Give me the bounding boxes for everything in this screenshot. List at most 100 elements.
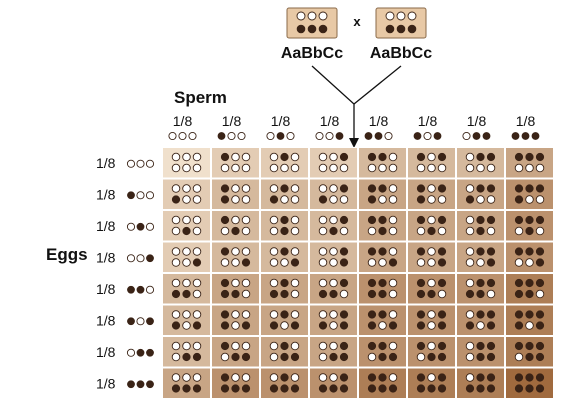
cell-fill [359, 148, 406, 178]
allele-dot [416, 384, 426, 393]
allele-dot [192, 310, 202, 319]
allele-dot [535, 215, 545, 225]
allele-dot [192, 195, 202, 204]
allele-dot [486, 341, 496, 351]
allele-dot [318, 163, 328, 173]
allele-dot [427, 152, 436, 162]
allele-dot [514, 152, 524, 162]
allele-dot [290, 341, 300, 351]
allele-dot [171, 247, 181, 256]
allele-dot [241, 384, 251, 393]
egg-fraction: 1/8 [96, 344, 116, 360]
cell-fill [163, 368, 210, 398]
allele-dot [269, 310, 279, 319]
allele-dot [231, 278, 240, 288]
allele-dot [465, 152, 475, 162]
allele-dot [220, 352, 230, 362]
allele-dot [269, 184, 279, 193]
egg-fraction: 1/8 [96, 281, 116, 297]
egg-fraction: 1/8 [96, 155, 116, 171]
allele-dot [318, 11, 328, 21]
cell-fill [506, 211, 553, 241]
allele-dot [416, 341, 426, 351]
allele-dot [127, 191, 135, 200]
allele-dot [171, 352, 181, 362]
allele-dot [220, 152, 230, 162]
allele-dot [318, 195, 328, 204]
grid-cell [359, 368, 406, 398]
allele-dot [437, 310, 447, 319]
allele-dot [231, 341, 240, 351]
allele-dot [145, 222, 155, 231]
allele-dot [231, 352, 240, 362]
allele-dot [465, 278, 475, 288]
allele-dot [476, 352, 485, 362]
allele-dot [231, 163, 240, 173]
cell-fill [408, 337, 455, 367]
allele-dot [388, 289, 398, 299]
allele-dot [280, 258, 289, 267]
allele-dot [388, 195, 398, 204]
allele-dot [378, 215, 387, 225]
egg-fraction: 1/8 [96, 218, 116, 234]
sperm-gamete: 1/8 [217, 113, 246, 141]
allele-dot [339, 310, 349, 319]
allele-dot [318, 289, 328, 299]
allele-dot [280, 289, 289, 299]
allele-dot [269, 373, 279, 382]
grid-cell [457, 305, 504, 335]
cell-fill [310, 211, 357, 241]
allele-dot [329, 321, 338, 330]
allele-dot [465, 215, 475, 225]
allele-dot [476, 195, 485, 204]
cell-fill [506, 274, 553, 304]
allele-dot [416, 289, 426, 299]
allele-dot [486, 258, 496, 267]
allele-dot [514, 310, 524, 319]
allele-dot [290, 184, 300, 193]
allele-dot [231, 215, 240, 225]
cell-fill [261, 337, 308, 367]
allele-dot [482, 132, 491, 140]
grid-cell [457, 337, 504, 367]
cell-fill [310, 305, 357, 335]
allele-dot [514, 384, 524, 393]
grid-cell [359, 179, 406, 209]
allele-dot [427, 278, 436, 288]
cell-fill [261, 211, 308, 241]
allele-dot [416, 215, 426, 225]
allele-dot [241, 152, 251, 162]
allele-dot [465, 163, 475, 173]
cell-fill [163, 179, 210, 209]
grid-cell [261, 337, 308, 367]
allele-dot [378, 310, 387, 319]
allele-dot [514, 352, 524, 362]
grid-cell [163, 368, 210, 398]
allele-dot [514, 195, 524, 204]
cell-fill [310, 242, 357, 272]
allele-dot [388, 310, 398, 319]
allele-dot [127, 380, 135, 389]
allele-dot [339, 258, 349, 267]
allele-dot [227, 131, 236, 141]
allele-dot [241, 278, 251, 288]
sperm-gamete: 1/8 [511, 113, 540, 140]
cell-fill [261, 368, 308, 398]
cross-arrow [311, 65, 402, 148]
allele-dot [378, 384, 387, 393]
allele-dot [192, 258, 202, 267]
allele-dot [269, 152, 279, 162]
allele-dot [525, 321, 534, 330]
grid-cell [457, 179, 504, 209]
allele-dot [290, 247, 300, 256]
allele-dot [525, 352, 534, 362]
allele-dot [427, 247, 436, 256]
allele-dot [280, 278, 289, 288]
grid-cell [261, 211, 308, 241]
allele-dot [465, 352, 475, 362]
cell-fill [212, 368, 259, 398]
allele-dot [476, 310, 485, 319]
cell-fill [359, 368, 406, 398]
cell-fill [212, 242, 259, 272]
grid-cell [163, 274, 210, 304]
